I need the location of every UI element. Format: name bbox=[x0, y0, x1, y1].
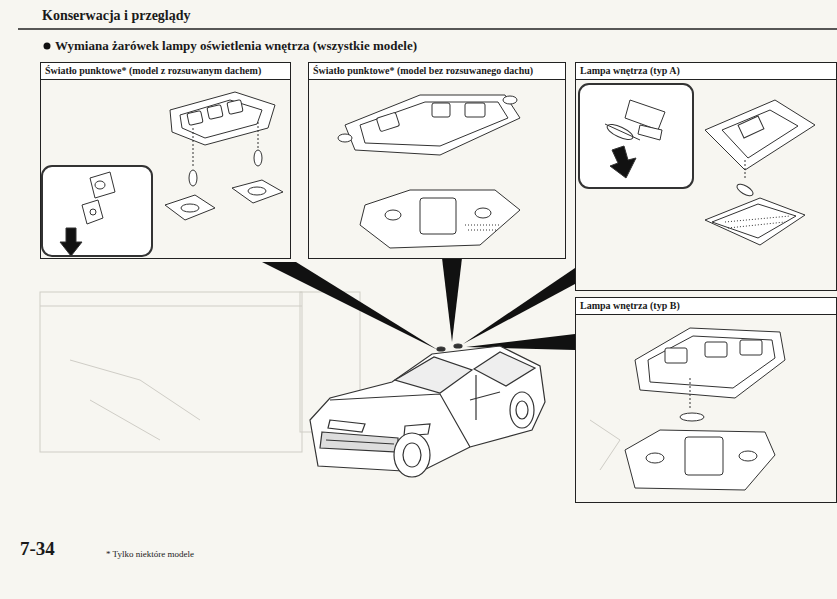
panel-heading: Światło punktowe* (model z rozsuwanym da… bbox=[41, 63, 290, 80]
car-illustration bbox=[310, 344, 545, 477]
figure-panel: Światło punktowe* (model z rozsuwanym da… bbox=[40, 62, 291, 259]
spotlight-art bbox=[338, 95, 520, 248]
header-rule bbox=[18, 28, 837, 30]
section-title: Wymiana żarówek lampy oświetlenia wnętrz… bbox=[55, 38, 417, 54]
running-header: Konserwacja i przeglądy bbox=[42, 8, 191, 24]
lamp-type-a-art bbox=[579, 84, 815, 245]
figure-panel: Lampa wnętrza (typ A) bbox=[575, 62, 837, 291]
sunroof-spotlight-art bbox=[42, 92, 283, 256]
page-number: 7-34 bbox=[20, 538, 55, 560]
pointer-wedge bbox=[262, 258, 575, 350]
panel-heading: Lampa wnętrza (typ B) bbox=[576, 298, 836, 315]
lamp-type-b-art bbox=[625, 328, 785, 490]
bullet bbox=[44, 43, 51, 50]
figure-panel: Światło punktowe* (model bez rozsuwanego… bbox=[308, 62, 566, 259]
panel-heading: Światło punktowe* (model bez rozsuwanego… bbox=[309, 63, 565, 80]
panel-heading: Lampa wnętrza (typ A) bbox=[576, 63, 836, 80]
figure-panel: Lampa wnętrza (typ B) bbox=[575, 297, 837, 503]
footnote: * Tylko niektóre modele bbox=[106, 549, 194, 559]
